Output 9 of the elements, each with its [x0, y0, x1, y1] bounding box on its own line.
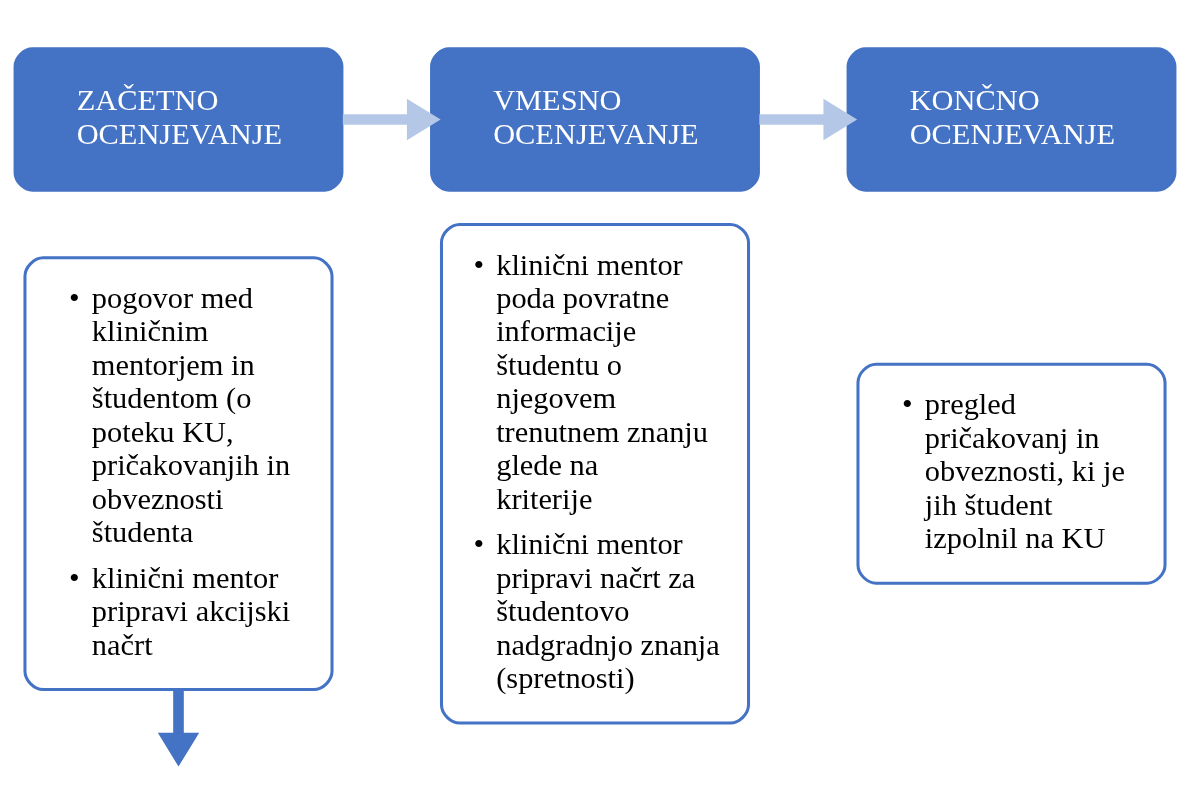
- arrow: [342, 98, 441, 140]
- node-box: KONČNO OCENJEVANJE: [846, 46, 1177, 192]
- node-box: • pogovor med kliničnim mentorjem in študentom (o poteku KU, pričakovanjih in obveznosti študenta • klinični mentor pripravi akcijski načrt: [23, 255, 334, 691]
- arrow: [759, 98, 858, 140]
- node-box: VMESNO OCENJEVANJE: [430, 46, 760, 192]
- arrow: [157, 689, 200, 767]
- node-box: • pregled pričakovanj in obveznosti, ki je jih študent izpolnil na KU: [856, 362, 1167, 585]
- node-box: • klinični mentor poda povratne informacije študentu o njegovem trenutnem znanju glede na kriterije • klinični mentor pripravi načrt za študentovo nadgradnjo znanja (spretnosti): [439, 222, 751, 725]
- node-box: ZAČETNO OCENJEVANJE: [13, 46, 344, 192]
